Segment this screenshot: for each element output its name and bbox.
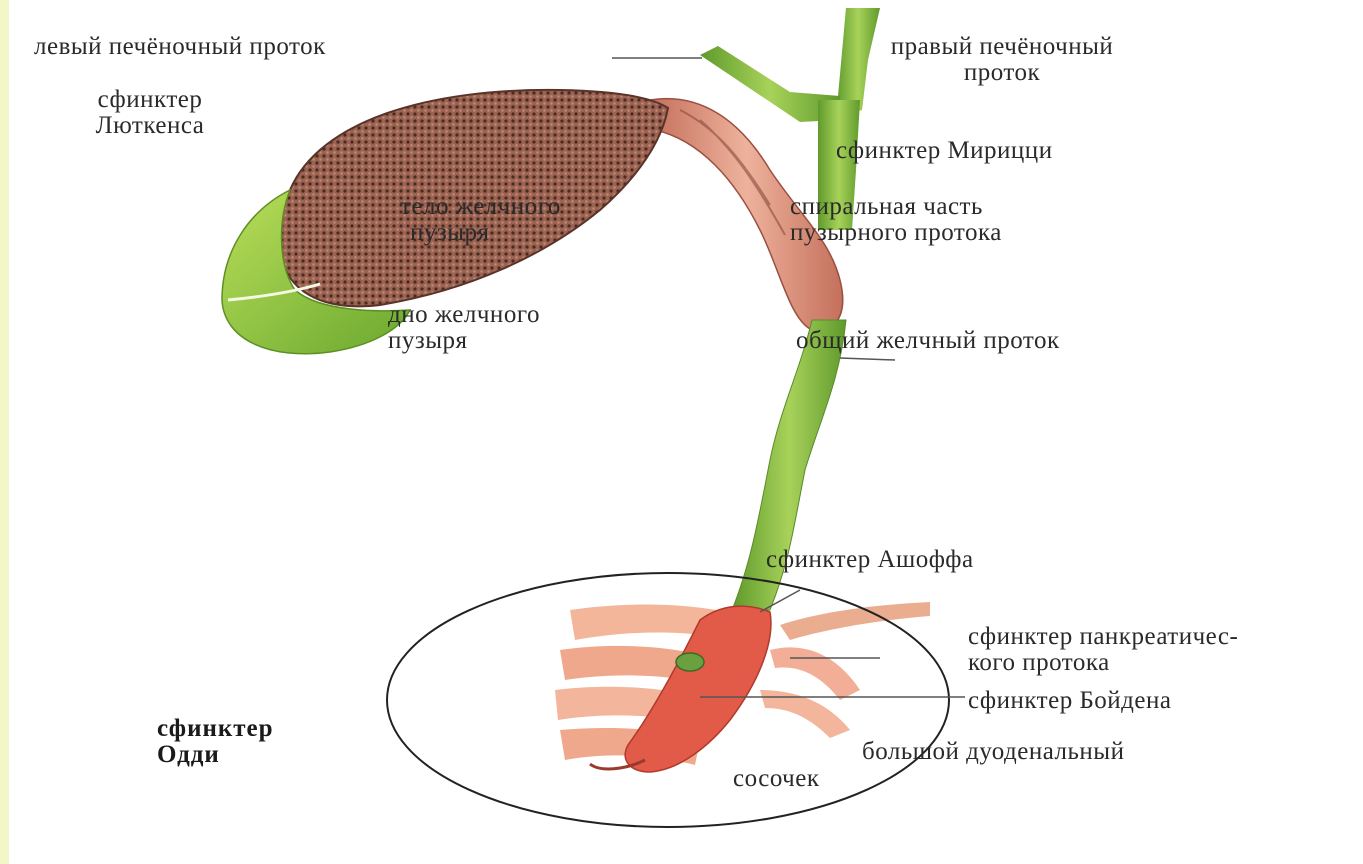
pancreatic-duct-opening — [676, 653, 704, 671]
label-gallbladder-body: тело желчного пузыря — [400, 194, 561, 246]
label-fundus-line1: дно желчного — [388, 302, 540, 328]
label-right-hepatic-duct: правый печёночный проток — [832, 34, 1172, 86]
label-lutkens-line1: сфинктер — [60, 87, 240, 113]
label-left-hepatic-duct: левый печёночный проток — [34, 34, 326, 60]
label-aschoff-sphincter: сфинктер Ашоффа — [766, 547, 974, 573]
label-boyden-sphincter: сфинктер Бойдена — [968, 688, 1171, 714]
label-right-hepatic-duct-line2: проток — [832, 60, 1172, 86]
label-pancreatic-line2: кого протока — [968, 650, 1238, 676]
label-duodenal-papilla-line2: сосочек — [733, 766, 819, 792]
label-pancreatic-sphincter: сфинктер панкреатичес- кого протока — [968, 624, 1238, 676]
label-fundus-line2: пузыря — [388, 328, 540, 354]
label-oddi-line1: сфинктер — [157, 716, 274, 742]
label-body-line1: тело желчного — [400, 194, 561, 220]
label-mirizzi-sphincter: сфинктер Мирицци — [836, 138, 1053, 164]
label-oddi-sphincter: сфинктер Одди — [157, 716, 274, 768]
label-oddi-line2: Одди — [157, 742, 274, 768]
label-body-line2: пузыря — [400, 220, 561, 246]
label-spiral-line1: спиральная часть — [790, 194, 1002, 220]
label-common-bile-duct: общий желчный проток — [796, 328, 1060, 354]
label-right-hepatic-duct-line1: правый печёночный — [832, 34, 1172, 60]
label-gallbladder-fundus: дно желчного пузыря — [388, 302, 540, 354]
label-lutkens-sphincter: сфинктер Люткенса — [60, 87, 240, 139]
label-pancreatic-line1: сфинктер панкреатичес- — [968, 624, 1238, 650]
label-lutkens-line2: Люткенса — [60, 113, 240, 139]
label-spiral-line2: пузырного протока — [790, 220, 1002, 246]
label-duodenal-papilla: большой дуоденальный — [862, 739, 1124, 765]
label-spiral-part: спиральная часть пузырного протока — [790, 194, 1002, 246]
